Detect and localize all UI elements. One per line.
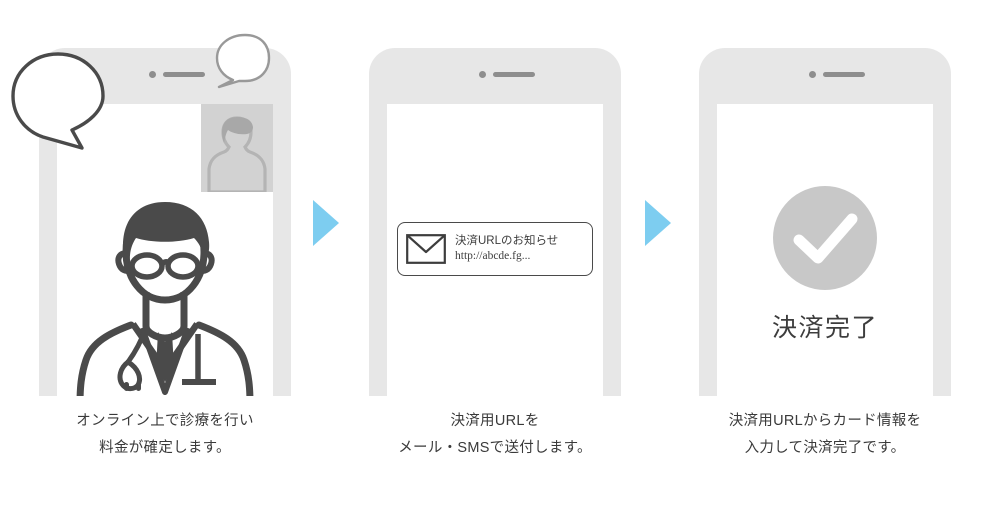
- earpiece-speaker-icon: [493, 72, 535, 77]
- flow-step-2: 決済URLのお知らせ http://abcde.fg... 決済用URLを メー…: [330, 0, 660, 506]
- flow-step-1: オンライン上で診療を行い 料金が確定します。: [0, 0, 330, 506]
- flow-arrow-1-icon: [313, 200, 339, 246]
- notification-url: http://abcde.fg...: [455, 250, 531, 262]
- step-3-caption: 決済用URLからカード情報を 入力して決済完了です。: [660, 408, 990, 462]
- phone-mockup-3: 決済完了: [699, 48, 951, 396]
- notification-title: 決済URLのお知らせ: [455, 234, 559, 247]
- caption-line: 料金が確定します。: [99, 439, 231, 456]
- caption-line: 決済用URLを: [450, 413, 540, 429]
- earpiece-speaker-icon: [163, 72, 205, 77]
- front-camera-icon: [479, 71, 486, 78]
- speech-bubble-small-icon: [213, 31, 271, 89]
- payment-complete-label: 決済完了: [771, 314, 878, 342]
- front-camera-icon: [809, 71, 816, 78]
- flow-step-3: 決済完了 決済用URLからカード情報を 入力して決済完了です。: [660, 0, 990, 506]
- step-1-caption: オンライン上で診療を行い 料金が確定します。: [0, 408, 330, 462]
- phone-mockup-2: 決済URLのお知らせ http://abcde.fg...: [369, 48, 621, 396]
- phone-screen-1: [57, 104, 273, 396]
- notification-text: 決済URLのお知らせ http://abcde.fg...: [455, 234, 584, 264]
- phone-mockup-1: [39, 48, 291, 396]
- step-2-caption: 決済用URLを メール・SMSで送付します。: [330, 408, 660, 462]
- caption-line: オンライン上で診療を行い: [76, 413, 254, 429]
- phone-top-bezel-1: [39, 48, 291, 104]
- phone-screen-3: 決済完了: [717, 104, 933, 396]
- caption-line: メール・SMSで送付します。: [398, 439, 592, 456]
- speech-bubble-large-icon: [6, 48, 110, 152]
- envelope-icon: [406, 234, 446, 264]
- phone-screen-2: 決済URLのお知らせ http://abcde.fg...: [387, 104, 603, 396]
- earpiece-speaker-icon: [823, 72, 865, 77]
- caption-line: 決済用URLからカード情報を: [728, 413, 922, 429]
- payment-url-notification[interactable]: 決済URLのお知らせ http://abcde.fg...: [397, 222, 593, 276]
- caption-line: 入力して決済完了です。: [744, 439, 906, 456]
- check-circle-icon: [773, 186, 877, 290]
- flow-arrow-2-icon: [645, 200, 671, 246]
- phone-top-bezel-3: [699, 48, 951, 104]
- front-camera-icon: [149, 71, 156, 78]
- doctor-avatar-icon: [70, 192, 260, 396]
- patient-thumbnail-icon: [201, 104, 273, 192]
- phone-top-bezel-2: [369, 48, 621, 104]
